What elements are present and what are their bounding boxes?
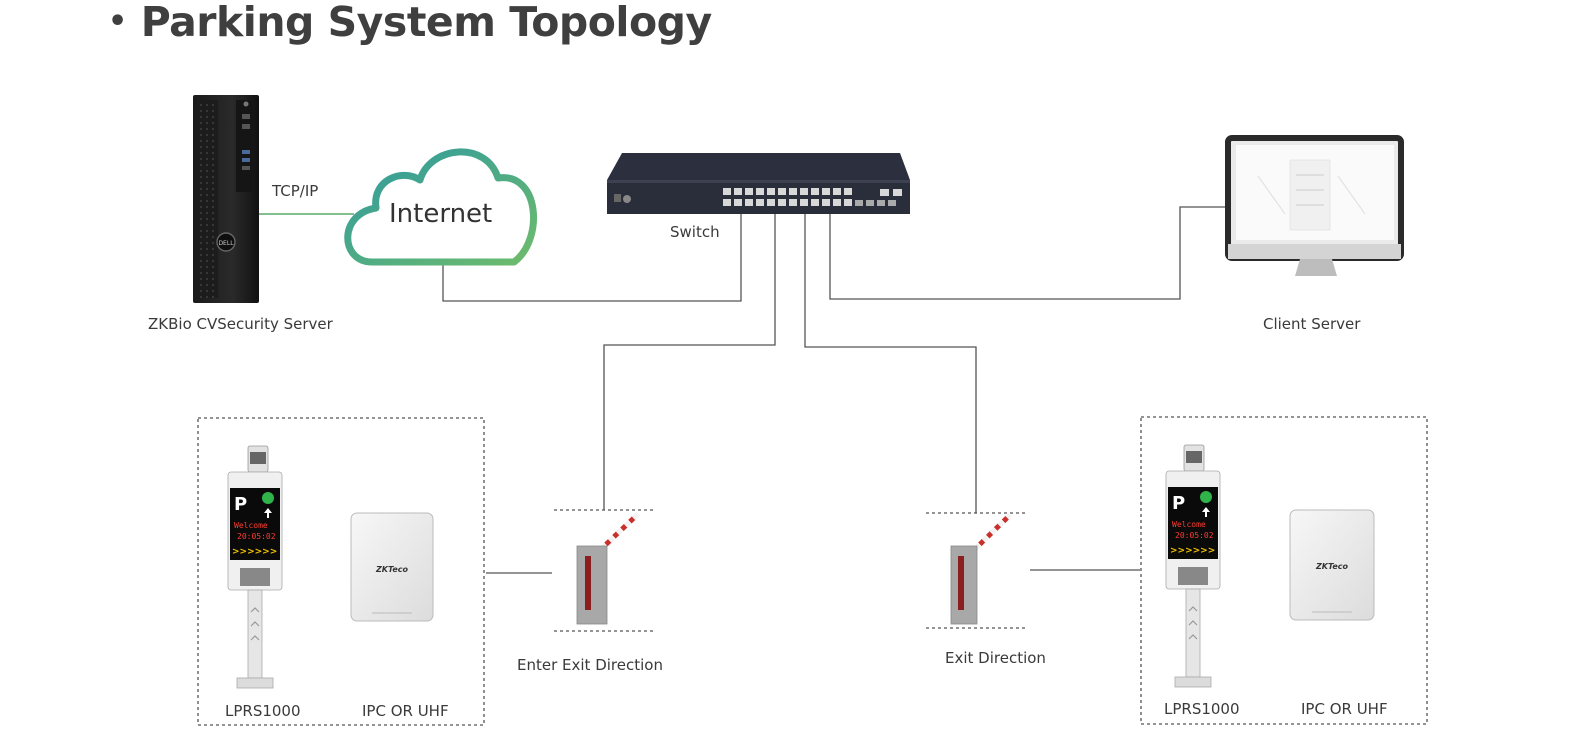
client-server-label: Client Server <box>1263 315 1361 333</box>
page-title-text: Parking System Topology <box>140 0 713 46</box>
reader-logo-left: ZKTeco <box>375 565 409 574</box>
svg-text:>>>>>>: >>>>>> <box>232 547 277 557</box>
svg-text:DELL: DELL <box>218 240 234 247</box>
display-text-2: 20:05:02 <box>237 532 276 541</box>
line-switch-client <box>829 206 1228 300</box>
svg-text:P: P <box>234 494 247 515</box>
barrier-gate-left-icon <box>554 509 655 632</box>
switch-label: Switch <box>670 223 720 241</box>
line-internet-switch <box>442 212 742 302</box>
line-switch-exit-barrier <box>804 212 977 513</box>
page-title: • Parking System Topology <box>108 0 712 48</box>
connection-lines <box>442 206 1228 574</box>
title-bullet: • <box>108 4 127 39</box>
svg-text:>>>>>>: >>>>>> <box>1170 546 1215 556</box>
right-device-group-frame <box>1140 416 1428 725</box>
ipc-uhf-right-label: IPC OR UHF <box>1301 700 1388 718</box>
enter-exit-direction-label: Enter Exit Direction <box>517 656 663 674</box>
internet-cloud-icon <box>344 148 537 266</box>
display-text-4: 20:05:02 <box>1175 531 1214 540</box>
lprs-right-label: LPRS1000 <box>1164 700 1240 718</box>
tcpip-label: TCP/IP <box>272 182 319 200</box>
server-label: ZKBio CVSecurity Server <box>148 315 333 333</box>
reader-logo-right: ZKTeco <box>1315 562 1349 571</box>
line-switch-enter-barrier <box>603 212 776 510</box>
lpr-camera-right-icon: P Welcome 20:05:02 >>>>>> <box>1165 444 1221 688</box>
lpr-camera-left-icon: P Welcome 20:05:02 >>>>>> <box>227 445 283 689</box>
client-monitor-icon <box>1225 135 1404 276</box>
left-device-group-frame <box>197 417 485 726</box>
server-tower-icon: DELL <box>193 95 259 303</box>
display-text-3: Welcome <box>1172 520 1206 529</box>
uhf-reader-right-icon: ZKTeco <box>1289 509 1375 621</box>
lprs-left-label: LPRS1000 <box>225 702 301 720</box>
internet-label: Internet <box>389 199 493 229</box>
exit-direction-label: Exit Direction <box>945 649 1046 667</box>
ipc-uhf-left-label: IPC OR UHF <box>362 702 449 720</box>
network-switch-icon <box>607 153 910 214</box>
uhf-reader-left-icon: ZKTeco <box>350 512 434 622</box>
barrier-gate-right-icon <box>926 512 1026 629</box>
svg-text:P: P <box>1172 493 1185 514</box>
display-text-1: Welcome <box>234 521 268 530</box>
